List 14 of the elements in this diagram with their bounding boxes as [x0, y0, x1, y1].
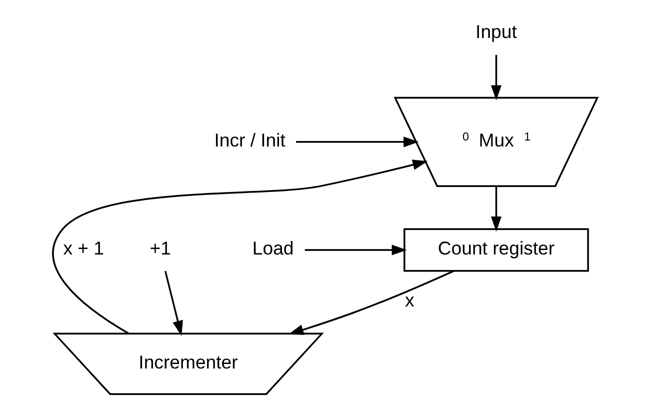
- node-text: Load: [252, 237, 294, 258]
- arrow: [52, 160, 428, 334]
- node-text: Incr / Init: [214, 129, 286, 150]
- arrow: [164, 270, 183, 336]
- arrow: [304, 244, 407, 256]
- arrow: [490, 186, 502, 232]
- edge-label: x + 1: [63, 237, 104, 258]
- arrow: [490, 54, 502, 100]
- node-box: Count register: [404, 228, 589, 272]
- node-text: Input: [476, 21, 517, 42]
- arrow: [288, 270, 454, 335]
- node-text: +1: [150, 237, 171, 258]
- edge-label: x: [404, 290, 414, 311]
- arrow: [296, 136, 419, 148]
